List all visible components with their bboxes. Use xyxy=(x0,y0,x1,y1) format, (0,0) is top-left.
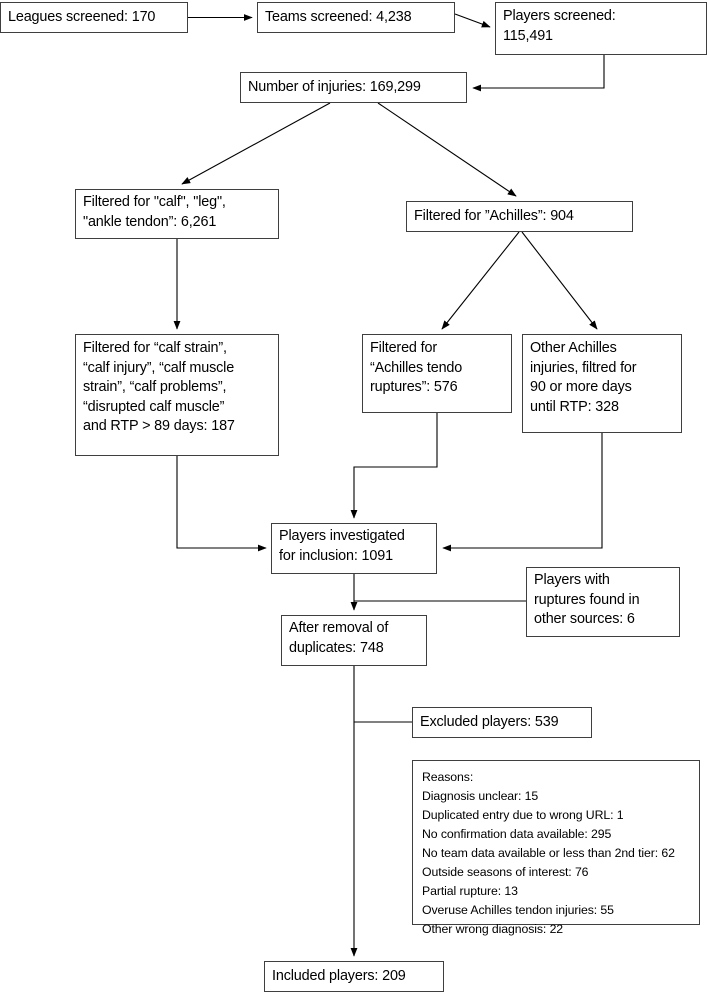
achilles-filter-box[interactable]: Filtered for ”Achilles”: 904 xyxy=(406,201,633,232)
achilles-tendo-ruptures-box[interactable]: Filtered for “Achilles tendo ruptures”: … xyxy=(362,334,512,413)
included-players-label: Included players: 209 xyxy=(272,967,406,984)
teams-screened-box[interactable]: Teams screened: 4,238 xyxy=(257,2,455,33)
players-other-sources-box[interactable]: Players with ruptures found in other sou… xyxy=(526,567,680,637)
players-other-sources-label: Players with ruptures found in other sou… xyxy=(534,572,640,628)
calf-detailed-filter-box[interactable]: Filtered for “calf strain”, “calf injury… xyxy=(75,334,279,456)
exclusion-reasons-list: Reasons: Diagnosis unclear: 15 Duplicate… xyxy=(422,770,675,937)
achilles-tendo-ruptures-label: Filtered for “Achilles tendo ruptures”: … xyxy=(370,340,463,396)
excluded-players-label: Excluded players: 539 xyxy=(420,713,559,730)
edge-achilles-to-other xyxy=(521,231,598,330)
calf-leg-ankle-filter-box[interactable]: Filtered for "calf", "leg", "ankle tendo… xyxy=(75,189,279,239)
edge-calf-detail-to-investigated xyxy=(176,456,267,552)
players-screened-label: Players screened: 115,491 xyxy=(503,8,616,44)
leagues-screened-label: Leagues screened: 170 xyxy=(8,8,156,25)
edge-injuries-to-achilles-filter xyxy=(377,102,517,197)
after-removal-duplicates-box[interactable]: After removal of duplicates: 748 xyxy=(281,615,427,666)
edge-injuries-to-calf-filter xyxy=(181,102,331,185)
calf-detailed-filter-label: Filtered for “calf strain”, “calf injury… xyxy=(83,340,235,435)
players-investigated-label: Players investigated for inclusion: 1091 xyxy=(279,528,405,564)
achilles-filter-label: Filtered for ”Achilles”: 904 xyxy=(414,207,574,224)
other-achilles-injuries-box[interactable]: Other Achilles injuries, filtred for 90 … xyxy=(522,334,682,433)
edge-other-achilles-to-investigated xyxy=(442,433,603,552)
players-investigated-box[interactable]: Players investigated for inclusion: 1091 xyxy=(271,523,437,574)
number-of-injuries-box[interactable]: Number of injuries: 169,299 xyxy=(240,72,467,103)
edge-achilles-to-ruptures xyxy=(441,231,520,330)
players-screened-box[interactable]: Players screened: 115,491 xyxy=(495,2,707,55)
edge-teams-to-players xyxy=(454,13,491,28)
teams-screened-label: Teams screened: 4,238 xyxy=(265,8,412,25)
after-removal-duplicates-label: After removal of duplicates: 748 xyxy=(289,620,389,656)
calf-leg-ankle-filter-label: Filtered for "calf", "leg", "ankle tendo… xyxy=(83,194,226,230)
edge-players-to-injuries xyxy=(472,55,605,92)
other-achilles-injuries-label: Other Achilles injuries, filtred for 90 … xyxy=(530,340,637,415)
exclusion-reasons-box[interactable]: Reasons: Diagnosis unclear: 15 Duplicate… xyxy=(412,760,700,936)
excluded-players-box[interactable]: Excluded players: 539 xyxy=(412,707,592,738)
number-of-injuries-label: Number of injuries: 169,299 xyxy=(248,78,421,95)
edge-ruptures-to-investigated xyxy=(350,413,438,519)
included-players-box[interactable]: Included players: 209 xyxy=(264,961,444,992)
leagues-screened-box[interactable]: Leagues screened: 170 xyxy=(0,2,188,33)
